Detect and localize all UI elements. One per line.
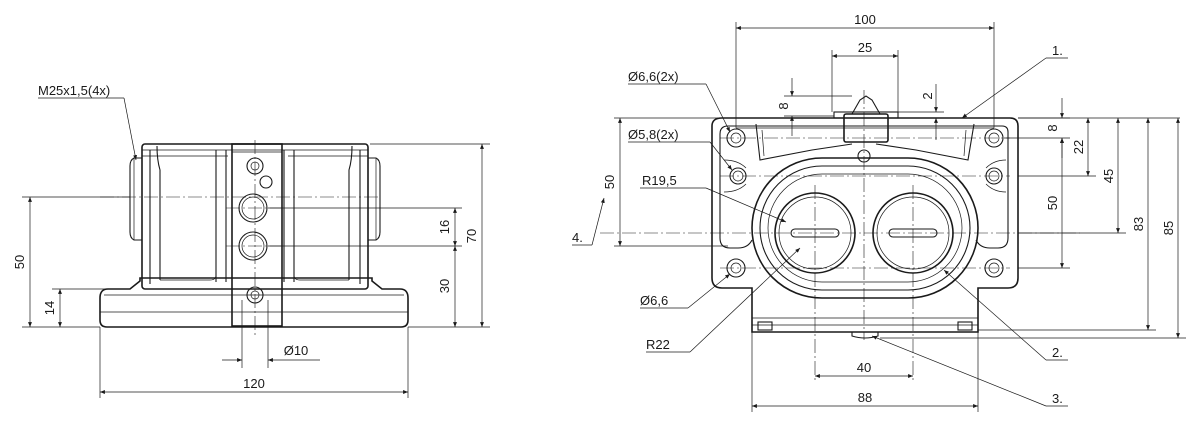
dim-50-right: 50	[1045, 196, 1060, 210]
side-hole-small	[259, 175, 273, 189]
dim-85: 85	[1161, 221, 1176, 235]
dim-83: 83	[1131, 217, 1146, 231]
dim-45: 45	[1101, 169, 1116, 183]
note-thread-m25: M25x1,5(4x)	[38, 83, 110, 98]
dim-dia-10: Ø10	[284, 343, 309, 358]
side-view: 120 Ø10 70 16 30 50 14 M25x1,5(4x)	[12, 83, 490, 398]
dim-22: 22	[1071, 140, 1086, 154]
side-pedal-plate	[231, 143, 283, 327]
dim-100: 100	[854, 12, 876, 27]
front-bottom-knob	[851, 332, 879, 339]
dim-16: 16	[437, 220, 452, 234]
note-hole-66: Ø6,6	[640, 293, 668, 308]
callout-2: 2.	[1052, 345, 1063, 360]
dim-88: 88	[858, 390, 872, 405]
front-pedal-head	[843, 113, 889, 143]
dim-120: 120	[243, 376, 265, 391]
callout-1: 1.	[1052, 43, 1063, 58]
dim-70: 70	[464, 229, 479, 243]
note-hole-58-2x: Ø5,8(2x)	[628, 127, 679, 142]
left-cable-gland	[129, 157, 142, 241]
note-hole-66-2x: Ø6,6(2x)	[628, 69, 679, 84]
dim-25: 25	[858, 40, 872, 55]
dim-30: 30	[437, 279, 452, 293]
front-view: 100 25 8 2 1. 8 22 45	[572, 12, 1186, 412]
front-pedal-lever	[755, 123, 975, 161]
note-r22: R22	[646, 337, 670, 352]
dim-2: 2	[920, 92, 935, 99]
right-cable-gland	[368, 157, 381, 241]
note-r195: R19,5	[642, 173, 677, 188]
callout-3: 3.	[1052, 391, 1063, 406]
dim-8-right: 8	[1045, 124, 1060, 131]
dim-50-side: 50	[12, 255, 27, 269]
dim-40: 40	[857, 360, 871, 375]
dim-14: 14	[42, 301, 57, 315]
callout-4: 4.	[572, 230, 583, 245]
front-oval-outer	[751, 157, 979, 299]
dim-50-front-left: 50	[602, 175, 617, 189]
dim-8-top: 8	[776, 102, 791, 109]
